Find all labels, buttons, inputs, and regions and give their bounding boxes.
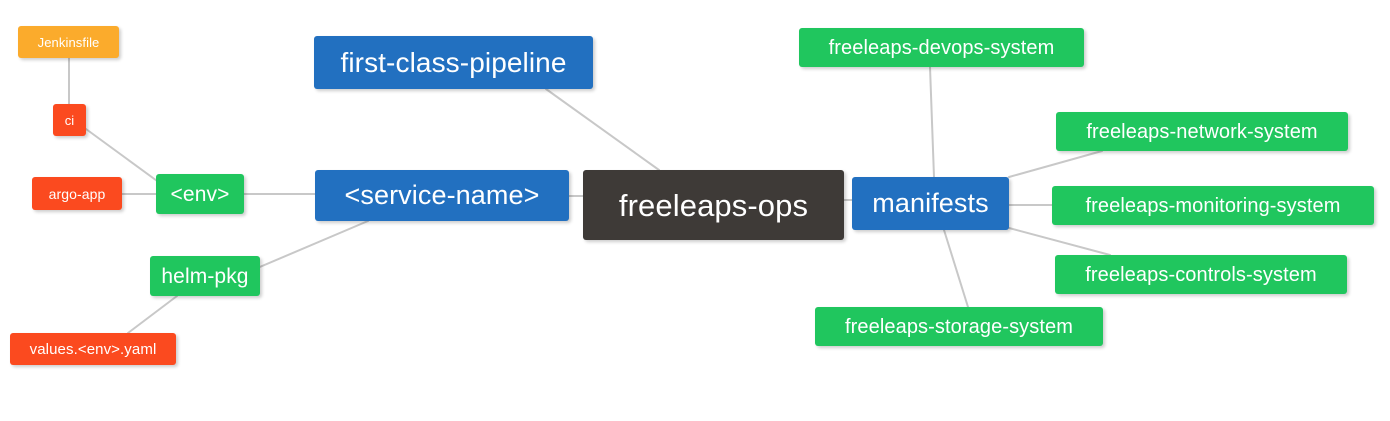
edge-manifests-to-freeleaps-controls-system [1008,227,1111,256]
node-jenkinsfile[interactable]: Jenkinsfile [18,26,119,58]
edge-manifests-to-freeleaps-devops-system [929,66,935,178]
node-first-class-pipeline[interactable]: first-class-pipeline [314,36,593,89]
node-manifests[interactable]: manifests [852,177,1009,230]
edge-helm-pkg-to-values-env-yaml [127,295,178,334]
node-values-env-yaml[interactable]: values.<env>.yaml [10,333,176,365]
node-env[interactable]: <env> [156,174,244,214]
node-helm-pkg[interactable]: helm-pkg [150,256,260,296]
edge-service-name-to-helm-pkg [247,220,369,273]
node-ci[interactable]: ci [53,104,86,136]
node-freeleaps-controls-system[interactable]: freeleaps-controls-system [1055,255,1347,294]
node-freeleaps-network-system[interactable]: freeleaps-network-system [1056,112,1348,151]
node-argo-app[interactable]: argo-app [32,177,122,210]
node-freeleaps-monitoring-system[interactable]: freeleaps-monitoring-system [1052,186,1374,225]
edge-manifests-to-freeleaps-network-system [1008,150,1103,178]
edge-first-class-pipeline-to-freeleaps-ops [545,88,660,171]
edge-manifests-to-freeleaps-storage-system [943,229,969,308]
node-freeleaps-ops[interactable]: freeleaps-ops [583,170,844,240]
node-freeleaps-storage-system[interactable]: freeleaps-storage-system [815,307,1103,346]
node-service-name[interactable]: <service-name> [315,170,569,221]
node-freeleaps-devops-system[interactable]: freeleaps-devops-system [799,28,1084,67]
